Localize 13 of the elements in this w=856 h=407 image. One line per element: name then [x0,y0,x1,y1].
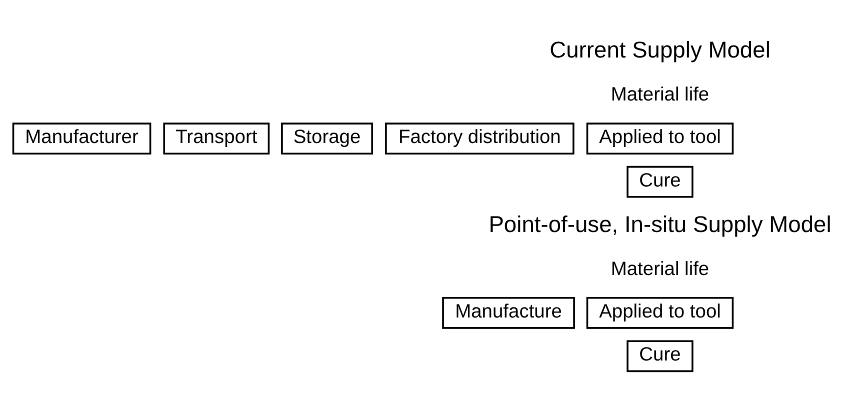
node-box: Factory distribution [385,122,574,155]
label: Material life [610,258,710,280]
node-box: Cure [626,340,694,372]
label: Material life [610,84,710,106]
node-box: Manufacture [442,296,575,329]
node-box: Storage [281,122,373,155]
node-box: Applied to tool [586,296,734,329]
node-box: Applied to tool [586,122,734,155]
node-box: Manufacturer [12,122,152,155]
label: Point-of-use, In-situ Supply Model [488,210,832,237]
node-box: Cure [626,166,694,198]
node-box: Transport [163,122,270,155]
label: Current Supply Model [550,36,770,63]
